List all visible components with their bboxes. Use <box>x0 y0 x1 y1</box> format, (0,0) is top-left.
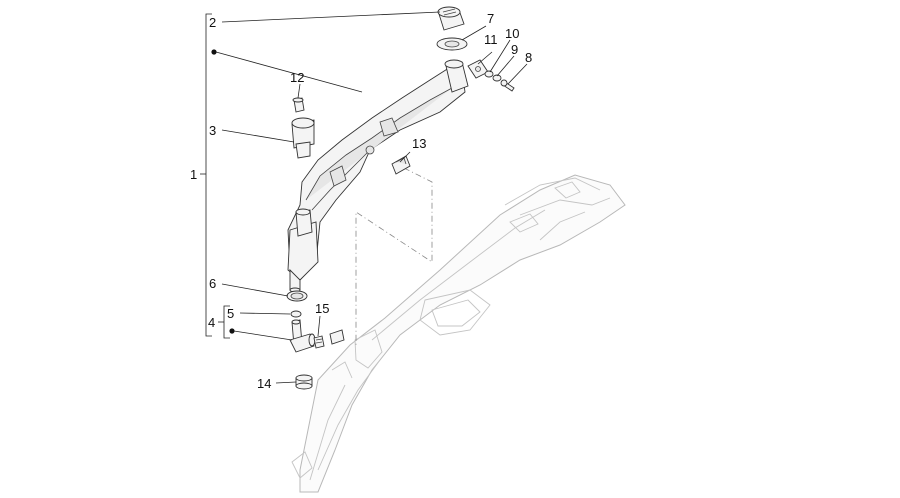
callout-12: 12 <box>290 70 304 85</box>
callout-5: 5 <box>227 306 234 321</box>
seal-ring <box>436 37 468 51</box>
mounting-bracket <box>467 59 489 79</box>
hose-clamp <box>286 290 308 302</box>
callout-4: 4 <box>208 315 215 330</box>
group-bracket-1 <box>200 13 212 337</box>
screw <box>500 79 515 92</box>
leader-lines <box>211 11 528 384</box>
callout-labels: 1 2 3 4 5 6 7 8 9 10 11 12 13 14 15 <box>190 11 532 391</box>
callout-8: 8 <box>525 50 532 65</box>
callout-7: 7 <box>487 11 494 26</box>
callout-6: 6 <box>209 276 216 291</box>
rubber-grommet <box>295 374 313 390</box>
o-ring <box>290 310 302 318</box>
callout-14: 14 <box>257 376 271 391</box>
callout-11: 11 <box>484 32 498 47</box>
outlet-fitting <box>289 319 316 353</box>
callout-9: 9 <box>511 42 518 57</box>
spring-clamp <box>313 329 345 349</box>
bullet-dot-tank <box>211 49 217 55</box>
expansion-tank <box>287 59 469 293</box>
group-bracket-4 <box>218 305 230 339</box>
nut <box>492 74 502 82</box>
washer <box>484 70 494 78</box>
small-plug <box>292 97 305 113</box>
callout-13: 13 <box>412 136 426 151</box>
callout-15: 15 <box>315 301 329 316</box>
callout-1: 1 <box>190 167 197 182</box>
chassis-frame <box>291 174 626 493</box>
callout-3: 3 <box>209 123 216 138</box>
rubber-cap <box>291 117 315 159</box>
filler-cap <box>437 6 465 31</box>
retaining-clip <box>391 155 411 175</box>
callout-10: 10 <box>505 26 519 41</box>
callout-2: 2 <box>209 15 216 30</box>
bullet-dot-fitting <box>229 328 235 334</box>
